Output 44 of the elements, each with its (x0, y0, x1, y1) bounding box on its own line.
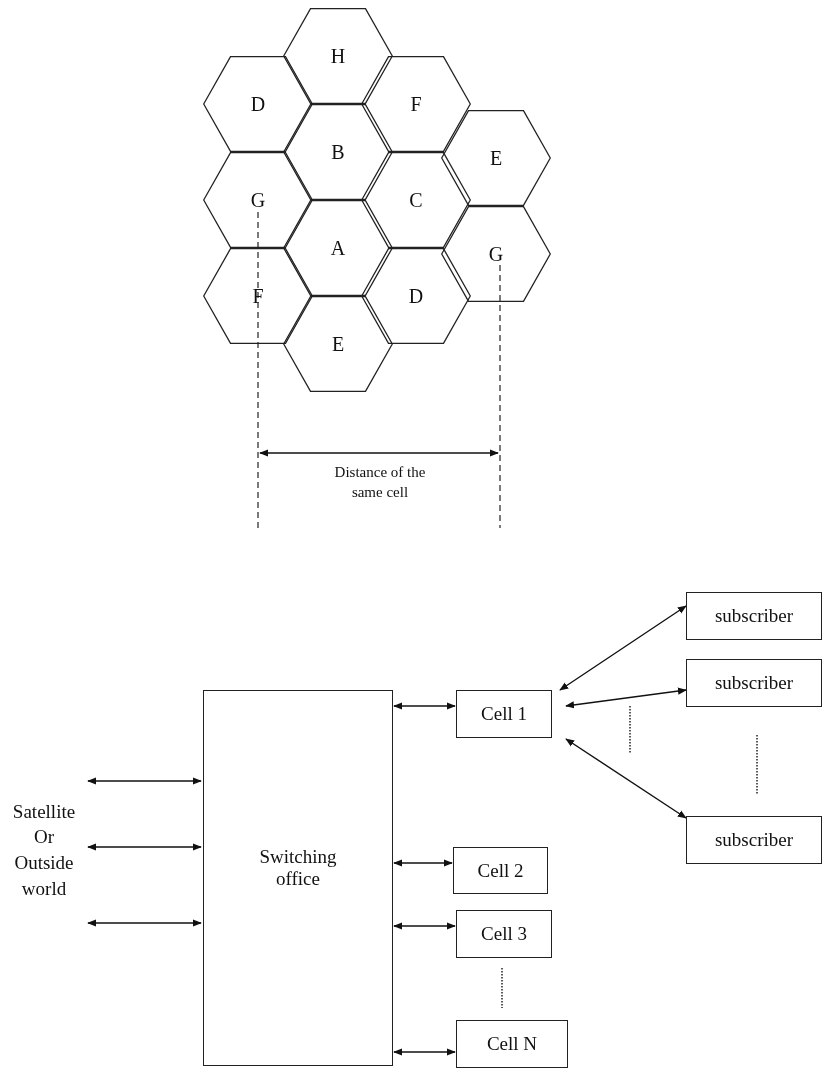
block-box: Cell 3 (456, 910, 552, 958)
hexagon-cell (203, 248, 313, 344)
double-arrow (87, 843, 202, 851)
cell-letter: F (410, 92, 422, 116)
double-arrow (565, 687, 687, 709)
block-box: Cell 1 (456, 690, 552, 738)
cell-letter: G (250, 188, 266, 212)
text-label: Satellite Or Outside world (4, 790, 84, 910)
double-arrow (87, 919, 202, 927)
hexagon-cell (283, 200, 393, 296)
cell-letter: B (331, 140, 345, 164)
dimension-label: Distance of the same cell (333, 463, 427, 503)
hexagon-cell (283, 8, 393, 104)
hexagon-cell (361, 248, 471, 344)
cell-letter: E (489, 146, 503, 170)
double-arrow (559, 605, 687, 691)
double-arrow (393, 922, 456, 930)
cell-letter: E (331, 332, 345, 356)
hexagon-cell (283, 296, 393, 392)
hexagon-cell (361, 152, 471, 248)
cell-letter: C (409, 188, 423, 212)
cell-letter: G (488, 242, 504, 266)
cell-letter: A (330, 236, 346, 260)
cell-letter: D (408, 284, 424, 308)
double-arrow (393, 859, 453, 867)
double-arrow (87, 777, 202, 785)
cell-letter: D (250, 92, 266, 116)
cell-letter: H (330, 44, 346, 68)
double-arrow (565, 738, 687, 819)
block-box: subscriber (686, 592, 822, 640)
block-box: subscriber (686, 816, 822, 864)
block-box: Cell N (456, 1020, 568, 1068)
block-box: Switching office (203, 690, 393, 1066)
hexagon-cell (441, 206, 551, 302)
double-arrow (393, 1048, 456, 1056)
hexagon-cell (203, 152, 313, 248)
hexagon-cell (283, 104, 393, 200)
hexagon-cell (203, 56, 313, 152)
block-box: Cell 2 (453, 847, 548, 894)
double-arrow (393, 702, 456, 710)
hexagon-cell (361, 56, 471, 152)
block-box: subscriber (686, 659, 822, 707)
hexagon-cell (441, 110, 551, 206)
cell-letter: F (252, 284, 264, 308)
